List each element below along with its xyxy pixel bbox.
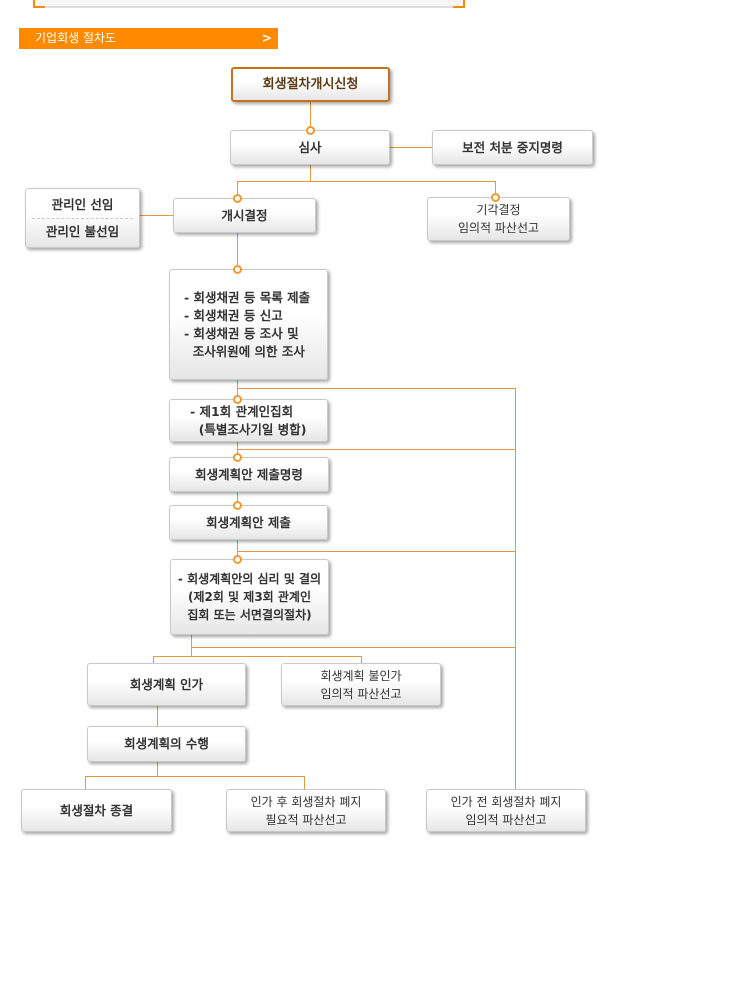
node-termination: 회생절차 종결	[21, 789, 172, 832]
connector	[515, 388, 516, 789]
connector-dot	[233, 395, 242, 404]
connector	[237, 181, 238, 198]
manager-appoint: 관리인 선임	[51, 196, 114, 212]
node-pre-abolish: 인가 전 회생절차 폐지 임의적 파산선고	[426, 789, 586, 832]
connector	[237, 551, 515, 552]
node-first-meeting: - 제1회 관계인집회 (특별조사기일 병합)	[169, 399, 328, 442]
node-preservation: 보전 처분 중지명령	[432, 130, 593, 165]
connector-dot	[233, 265, 242, 274]
connector	[157, 706, 158, 726]
connector	[237, 540, 238, 559]
node-commencement: 개시결정	[173, 198, 316, 233]
node-plan-submit: 회생계획안 제출	[169, 505, 328, 540]
connector-dot	[306, 126, 315, 135]
connector	[85, 776, 86, 789]
connector	[191, 647, 515, 648]
connector	[390, 147, 432, 148]
node-approval: 회생계획 인가	[87, 663, 246, 706]
node-post-abolish: 인가 후 회생절차 폐지 필요적 파산선고	[226, 789, 386, 832]
connector	[237, 442, 238, 457]
connector	[237, 492, 238, 505]
node-plan-review: - 회생계획안의 심리 및 결의 (제2회 및 제3회 관계인 집회 또는 서면…	[170, 559, 329, 635]
manager-not-appoint: 관리인 불선임	[45, 223, 120, 239]
connector	[191, 647, 192, 656]
connector	[153, 656, 154, 663]
connector	[191, 635, 192, 647]
connector	[495, 181, 496, 197]
top-frame	[33, 0, 465, 8]
connector	[310, 165, 311, 181]
connector-dot	[233, 194, 242, 203]
connector-dot	[233, 501, 242, 510]
node-review: 심사	[230, 130, 390, 165]
node-manager: 관리인 선임 관리인 불선임	[25, 188, 140, 248]
connector	[140, 215, 173, 216]
connector	[237, 181, 495, 182]
connector-dot	[233, 453, 242, 462]
connector	[85, 776, 304, 777]
node-dismissal: 기각결정 임의적 파산선고	[427, 197, 570, 241]
connector	[157, 762, 158, 776]
divider	[31, 217, 134, 219]
connector	[310, 102, 311, 130]
chevron-right-icon: >	[261, 31, 272, 45]
connector	[237, 388, 515, 389]
connector-dot	[491, 193, 500, 202]
node-claims: - 회생채권 등 목록 제출 - 회생채권 등 신고 - 회생채권 등 조사 및…	[169, 269, 328, 380]
node-petition: 회생절차개시신청	[231, 67, 390, 102]
connector-dot	[233, 555, 242, 564]
node-disapproval: 회생계획 불인가 임의적 파산선고	[281, 663, 441, 706]
connector	[237, 449, 515, 450]
section-title-bar[interactable]: 기업회생 절차도 >	[19, 28, 278, 49]
connector	[361, 656, 362, 663]
connector	[237, 380, 238, 399]
connector	[304, 776, 305, 789]
section-title: 기업회생 절차도	[35, 31, 117, 45]
node-plan-order: 회생계획안 제출명령	[169, 457, 329, 492]
connector	[153, 656, 361, 657]
connector	[237, 233, 238, 269]
node-execution: 회생계획의 수행	[87, 726, 246, 762]
